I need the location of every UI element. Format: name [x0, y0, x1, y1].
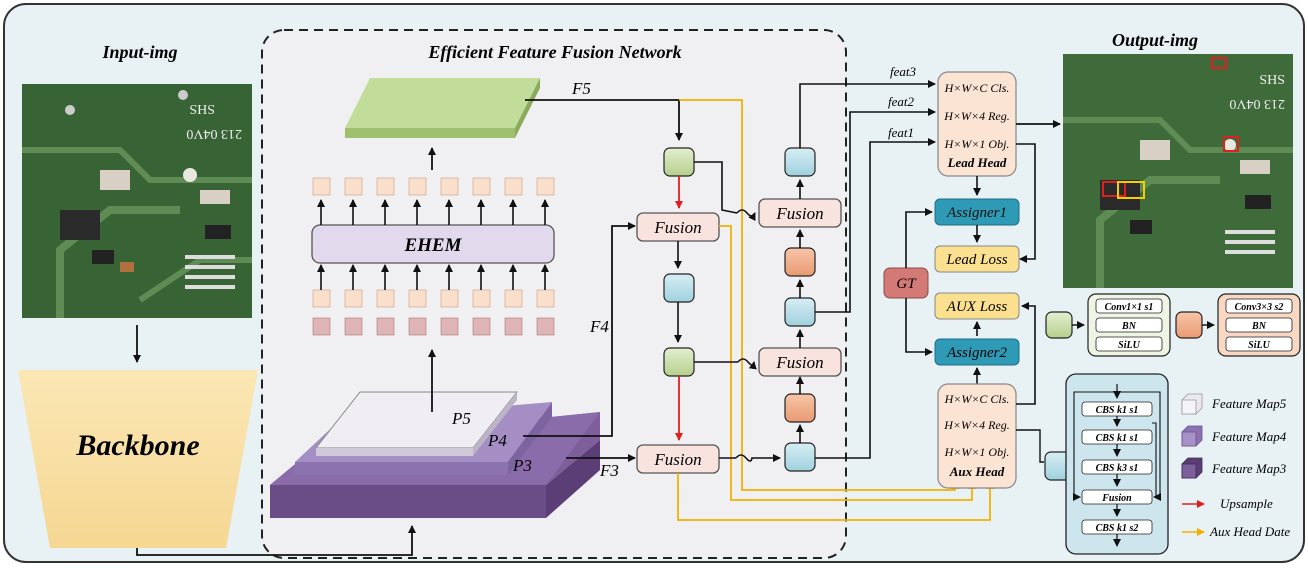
p5-label: P5 [451, 409, 471, 428]
output-silk-1: SHS [1259, 71, 1285, 86]
elan-b3: CBS k3 s1 [1096, 463, 1139, 474]
cbs3-line1: Conv3×3 s2 [1235, 302, 1284, 313]
lead-reg: H×W×4 Reg. [943, 109, 1010, 123]
ehem-label: EHEM [403, 235, 462, 256]
fusion-top-label: Fusion [775, 204, 823, 223]
f5-label: F5 [571, 79, 591, 98]
lead-cls: H×W×C Cls. [944, 81, 1010, 95]
gt-label: GT [896, 276, 917, 292]
feat1-label: feat1 [888, 125, 914, 140]
input-image: SHS 213 04V0 [22, 84, 252, 318]
cbs1-line3: SiLU [1118, 340, 1140, 351]
f3-label: F3 [599, 461, 619, 480]
aux-head-label: Aux Head [949, 464, 1005, 479]
backbone-label: Backbone [75, 429, 199, 462]
fusion-2-label: Fusion [775, 353, 823, 372]
cbs-blue-cube-4 [785, 443, 815, 471]
legend-upsample: Upsample [1220, 496, 1273, 511]
p3-label: P3 [512, 456, 532, 475]
feat3-label: feat3 [890, 64, 916, 79]
legend-fm4: Feature Map4 [1211, 429, 1287, 444]
cbs-green-cube-1 [664, 148, 694, 176]
cbs-orange-cube-2 [785, 394, 815, 422]
p4-label: P4 [487, 431, 507, 450]
output-image: SHS 213 04V0 [1063, 54, 1293, 288]
legend-orange-cube [1176, 312, 1202, 338]
aux-cls: H×W×C Cls. [944, 392, 1010, 406]
elan-b4: Fusion [1101, 493, 1132, 504]
input-silk-2: 213 04V0 [186, 126, 242, 141]
cbs-blue-cube-3 [785, 298, 815, 326]
aux-obj: H×W×1 Obj. [944, 445, 1010, 459]
cbs-orange-cube-1 [785, 248, 815, 276]
cbs-blue-cube-2 [785, 148, 815, 176]
cbs1-line1: Conv1×1 s1 [1105, 302, 1154, 313]
lead-loss-label: Lead Loss [945, 252, 1007, 268]
aux-loss-label: AUX Loss [946, 299, 1008, 315]
legend-fm5: Feature Map5 [1211, 396, 1287, 411]
f5-plate [345, 78, 540, 138]
fusion-3-label: Fusion [653, 450, 701, 469]
elan-b1: CBS k1 s1 [1096, 405, 1139, 416]
elan-b5: CBS k1 s2 [1096, 523, 1139, 534]
elan-b2: CBS k1 s1 [1096, 433, 1139, 444]
cbs-blue-cube-1 [664, 274, 694, 302]
cbs3-line2: BN [1251, 321, 1267, 332]
assigner1-label: Assigner1 [946, 205, 1007, 221]
aux-reg: H×W×4 Reg. [943, 418, 1010, 432]
fusion-1-label: Fusion [653, 218, 701, 237]
legend-aux-date: Aux Head Date [1209, 524, 1290, 539]
output-title: Output-img [1112, 30, 1198, 50]
assigner2-label: Assigner2 [946, 345, 1008, 361]
cbs-green-cube-2 [664, 348, 694, 376]
f4-label: F4 [589, 317, 609, 336]
input-silk-1: SHS [189, 101, 215, 116]
legend-green-cube [1046, 312, 1072, 338]
input-title: Input-img [101, 42, 177, 62]
lead-obj: H×W×1 Obj. [944, 137, 1010, 151]
cbs1-line2: BN [1121, 321, 1137, 332]
lead-head-label: Lead Head [947, 155, 1007, 170]
network-title: Efficient Feature Fusion Network [427, 42, 681, 62]
output-silk-2: 213 04V0 [1229, 96, 1285, 111]
legend-fm3: Feature Map3 [1211, 461, 1287, 476]
cbs3-line3: SiLU [1248, 340, 1270, 351]
feat2-label: feat2 [888, 94, 914, 109]
